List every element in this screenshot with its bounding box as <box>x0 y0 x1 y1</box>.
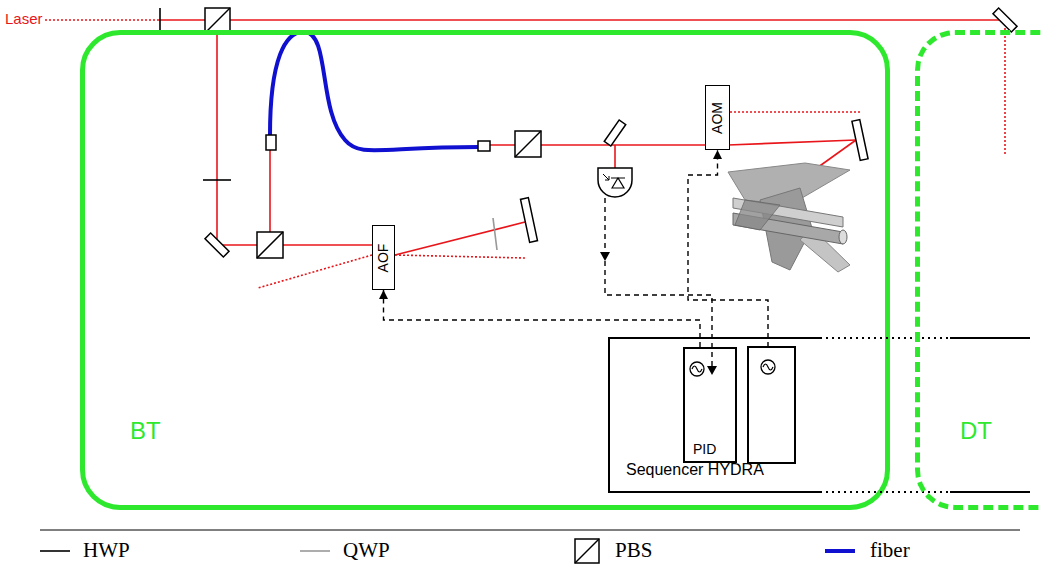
ion-trap <box>728 163 850 272</box>
legend-rule <box>40 530 1020 531</box>
laser-beam <box>730 111 860 113</box>
region-box: BT AOM AOF <box>80 30 890 510</box>
node-label: DT <box>960 418 992 444</box>
quarter-wave-plate <box>493 218 497 250</box>
mirror <box>993 8 1017 32</box>
laser-beam <box>1004 20 1006 155</box>
modulator-box: AOM <box>705 85 730 150</box>
node-label: AOM <box>710 102 725 134</box>
laser-beam <box>45 19 158 21</box>
laser-beam <box>269 150 271 245</box>
laser-beam <box>728 140 856 145</box>
controller-module: PID <box>683 347 737 463</box>
legend-label: HWP <box>83 539 130 562</box>
beam-splitter <box>257 232 283 258</box>
mirror <box>205 233 229 257</box>
legend-sample <box>825 551 855 552</box>
legend-label: QWP <box>343 539 390 562</box>
beam-splitter <box>515 131 541 157</box>
half-wave-plate <box>203 179 231 181</box>
arrowhead <box>600 252 717 375</box>
laser-beam <box>614 145 616 168</box>
region-box: DT <box>915 30 1041 510</box>
node-label: PID <box>693 442 716 457</box>
laser-beam <box>158 19 1005 21</box>
filter-box: AOF <box>372 225 395 290</box>
mirror <box>521 198 538 243</box>
legend-sample <box>40 551 70 552</box>
legend-sample <box>300 551 330 552</box>
mirror <box>852 120 868 161</box>
node-label: BT <box>130 418 161 444</box>
legend-label: fiber <box>870 539 910 562</box>
legend-label: PBS <box>615 539 652 562</box>
signal-wire <box>605 198 712 368</box>
sequencer-box: Sequencer HYDRA PID <box>608 337 1030 493</box>
photodiode <box>598 168 632 197</box>
laser-beam <box>395 255 525 258</box>
node-label: Sequencer HYDRA <box>626 461 764 479</box>
laser-beam <box>217 244 372 246</box>
laser-beam <box>395 222 525 255</box>
mirror <box>604 120 625 146</box>
node-label: AOF <box>376 243 391 272</box>
beam-splitter <box>257 232 283 258</box>
legend-sample <box>575 539 599 563</box>
fiber-coupler <box>478 141 490 151</box>
source-label: Laser <box>5 11 43 28</box>
fiber-coupler <box>266 135 276 150</box>
control-signal <box>688 150 768 347</box>
oscillator-symbol <box>685 349 715 379</box>
laser-beam <box>216 20 218 245</box>
laser-beam <box>258 255 372 288</box>
fiber <box>270 32 478 150</box>
beam-splitter <box>515 131 541 157</box>
